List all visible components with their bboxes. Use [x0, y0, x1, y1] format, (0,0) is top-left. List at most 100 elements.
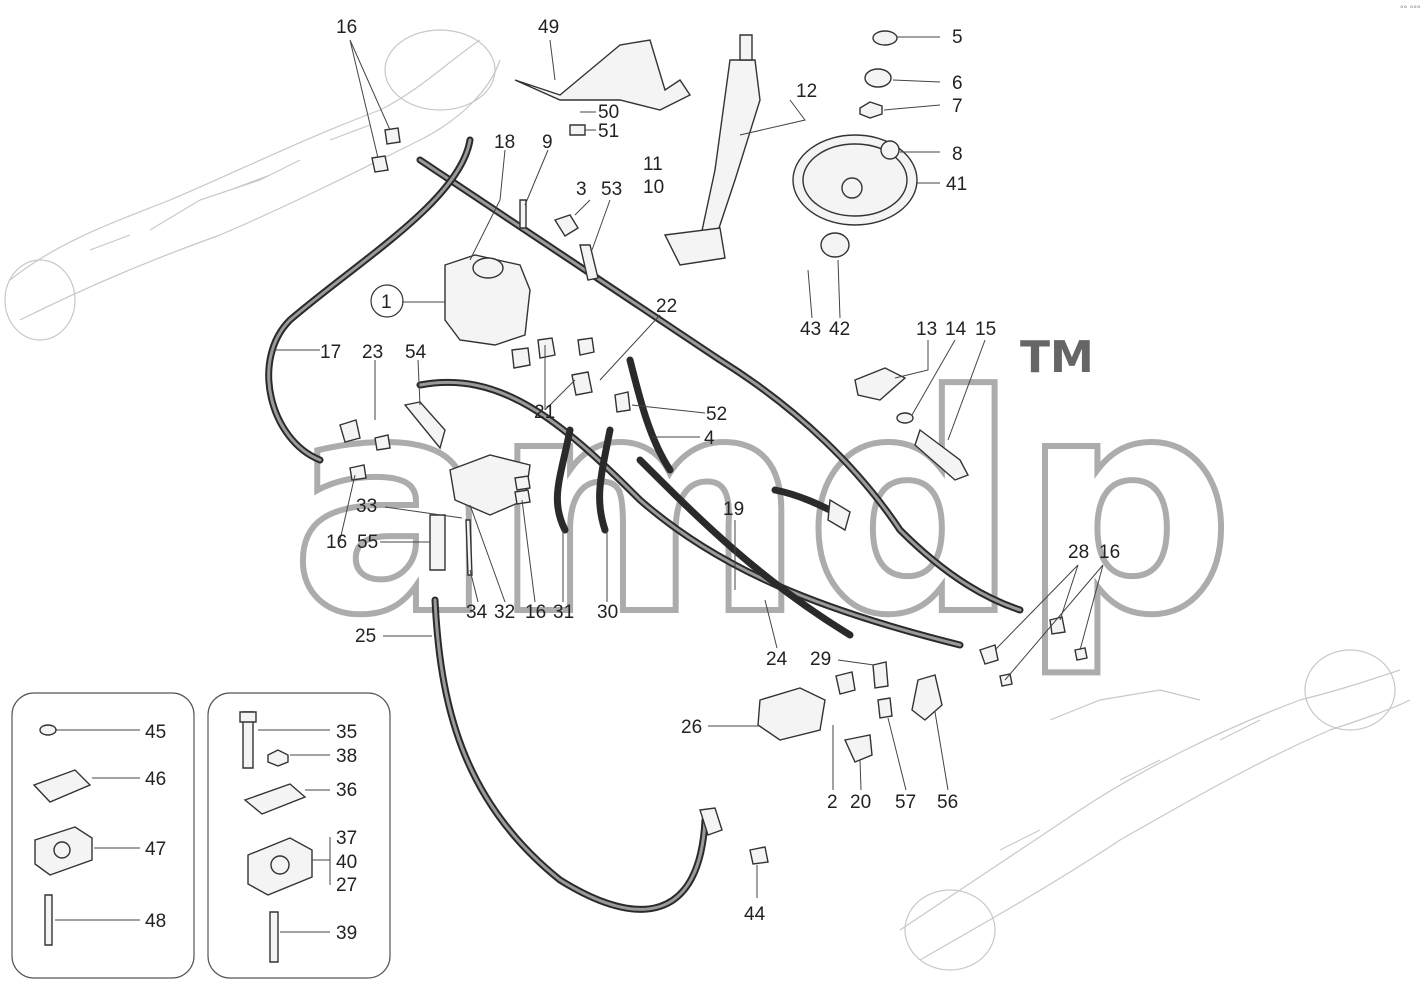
- fitting-52: [614, 391, 631, 413]
- fitting-44: [749, 846, 769, 865]
- wheel-knob-8: [880, 140, 900, 160]
- plate-46: [32, 769, 92, 803]
- fitting-16-top-b: [371, 155, 389, 173]
- hoses: [265, 136, 1024, 913]
- callout-label-21: 21: [534, 402, 555, 423]
- callout-label-7: 7: [952, 96, 963, 117]
- callout-label-31: 31: [553, 602, 574, 623]
- rear-axle-ghost: [899, 649, 1411, 971]
- callout-label-44: 44: [744, 904, 766, 925]
- pin-9: [519, 199, 527, 229]
- callout-label-41: 41: [946, 174, 967, 195]
- hardware-inset-left: [11, 692, 195, 979]
- callout-label-39: 39: [336, 923, 357, 944]
- leader-lines: [275, 36, 1104, 898]
- bracket-49: [514, 39, 692, 111]
- hose-31: [553, 426, 574, 534]
- callout-label-52: 52: [706, 404, 727, 425]
- fitting-54b: [511, 347, 531, 369]
- callout-label-16b: 16: [326, 532, 347, 553]
- callout-label-53: 53: [601, 179, 622, 200]
- callout-label-32: 32: [494, 602, 515, 623]
- callout-label-29: 29: [810, 649, 831, 670]
- callout-label-30: 30: [597, 602, 618, 623]
- callout-label-23: 23: [362, 342, 383, 363]
- fitting-16-right: [1049, 616, 1066, 635]
- nut-7: [859, 101, 883, 119]
- wheel-hub: [841, 177, 863, 199]
- callout-label-28: 28: [1068, 542, 1089, 563]
- adapter-42: [820, 232, 850, 258]
- pin-34: [465, 519, 473, 576]
- cap-5: [872, 30, 898, 46]
- callout-label-35: 35: [336, 722, 357, 743]
- callout-label-40: 40: [336, 852, 357, 873]
- callout-label-16c: 16: [1099, 542, 1120, 563]
- hose-30: [596, 426, 614, 534]
- fitting-28: [979, 644, 999, 665]
- callout-label-49: 49: [538, 17, 559, 38]
- hardware-inset-right: [207, 692, 391, 979]
- callout-label-33: 33: [356, 496, 377, 517]
- callout-label-24: 24: [766, 649, 788, 670]
- callout-label-18: 18: [494, 132, 515, 153]
- callout-label-9: 9: [542, 132, 553, 153]
- fitting-29: [872, 661, 889, 689]
- fitting-16-block-a: [514, 475, 531, 491]
- callout-label-55: 55: [357, 532, 378, 553]
- fitting-top-25: [699, 807, 723, 836]
- callout-label-15: 15: [975, 319, 996, 340]
- fitting-53: [579, 244, 599, 281]
- callout-label-20: 20: [850, 792, 871, 813]
- stud-48: [44, 894, 53, 946]
- fitting-20: [843, 734, 873, 763]
- bolt-15: [914, 428, 969, 481]
- callout-label-46: 46: [145, 769, 166, 790]
- callout-label-19: 19: [723, 499, 744, 520]
- steering-column-12: [699, 59, 761, 241]
- callout-label-10: 10: [643, 177, 664, 198]
- hose-4: [626, 356, 674, 474]
- callout-circle-1: [370, 284, 404, 318]
- fitting-21a: [537, 337, 556, 359]
- callout-label-34: 34: [466, 602, 488, 623]
- plate-36: [243, 783, 307, 815]
- callout-label-12: 12: [796, 81, 817, 102]
- fitting-54: [403, 401, 446, 450]
- callout-label-36: 36: [336, 780, 357, 801]
- callout-label-57: 57: [895, 792, 916, 813]
- callout-label-17: 17: [320, 342, 341, 363]
- callout-label-5: 5: [952, 27, 963, 48]
- bracket-13: [854, 367, 907, 401]
- callout-label-27: 27: [336, 875, 357, 896]
- callout-label-47: 47: [145, 839, 166, 860]
- callout-label-54: 54: [405, 342, 427, 363]
- callout-label-14: 14: [945, 319, 967, 340]
- washer-14: [896, 412, 914, 424]
- callout-label-1: 1: [381, 292, 392, 313]
- valve-26: [757, 687, 826, 741]
- callout-label-38: 38: [336, 746, 357, 767]
- callout-label-42: 42: [829, 319, 850, 340]
- callout-label-3: 3: [576, 179, 587, 200]
- callout-label-22: 22: [656, 296, 677, 317]
- fitting-23: [339, 419, 361, 443]
- callout-label-4: 4: [704, 428, 715, 449]
- hose-19: [636, 456, 854, 639]
- watermark-tm: TM: [1020, 332, 1094, 383]
- callout-label-37: 37: [336, 828, 357, 849]
- corner-mark: °° °°°: [1400, 4, 1421, 14]
- fitting-16-far: [1074, 647, 1088, 661]
- callout-label-2: 2: [827, 792, 838, 813]
- callout-label-48: 48: [145, 911, 166, 932]
- column-flange: [663, 227, 726, 266]
- fitting-16-mid: [999, 673, 1013, 687]
- fitting-3: [553, 214, 579, 237]
- fitting-19-end: [827, 498, 851, 532]
- callout-label-6: 6: [952, 73, 963, 94]
- nut-45: [39, 724, 57, 736]
- callout-label-13: 13: [916, 319, 937, 340]
